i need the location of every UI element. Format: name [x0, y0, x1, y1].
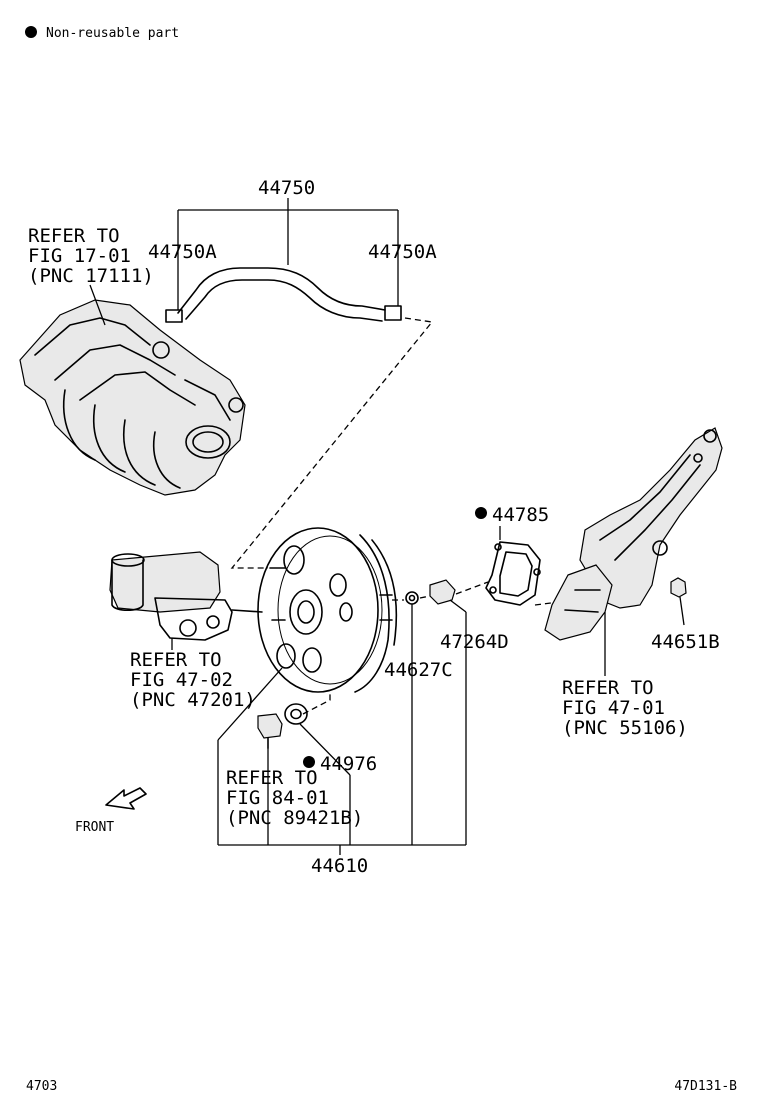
legend: Non-reusable part: [25, 26, 179, 41]
reference-pedal-bracket: REFER TO FIG 47-01 (PNC 55106): [562, 677, 688, 739]
callout-44750a-left: 44750A: [148, 241, 217, 263]
front-arrow-icon: [105, 787, 147, 810]
page-number: 4703: [26, 1079, 57, 1094]
front-label: FRONT: [75, 820, 114, 835]
svg-text:REFER TO: REFER TO: [130, 649, 222, 671]
non-reusable-marker-icon: [303, 756, 315, 768]
reference-intake: REFER TO FIG 17-01 (PNC 17111): [28, 225, 154, 287]
reference-master-cylinder: REFER TO FIG 47-02 (PNC 47201): [130, 649, 256, 711]
callout-leader-lines: [89, 284, 685, 676]
hose-booster-dashed-line: [230, 317, 434, 569]
grommet-illustration: [284, 703, 308, 725]
callout-44785: 44785: [492, 504, 549, 526]
hose-clamp-right-icon: [384, 305, 402, 321]
nut-44651b-illustration: [670, 577, 687, 598]
callout-44651b: 44651B: [651, 631, 720, 653]
non-reusable-marker-icon: [25, 26, 37, 38]
nut-illustration: [405, 591, 419, 605]
svg-text:FIG 17-01: FIG 17-01: [28, 245, 131, 267]
callout-44750: 44750: [258, 177, 315, 199]
booster-nut-dashed-line: [392, 595, 431, 601]
svg-text:FIG 47-02: FIG 47-02: [130, 669, 233, 691]
svg-text:(PNC 47201): (PNC 47201): [130, 689, 256, 711]
intake-manifold-illustration: [19, 299, 246, 496]
svg-text:REFER TO: REFER TO: [226, 767, 318, 789]
master-cylinder-illustration: [109, 551, 263, 641]
hose-leader-lines: [177, 198, 399, 310]
non-reusable-marker-icon: [475, 507, 487, 519]
svg-text:FIG 84-01: FIG 84-01: [226, 787, 329, 809]
pedal-bracket-illustration: [544, 427, 723, 641]
svg-text:REFER TO: REFER TO: [562, 677, 654, 699]
assembly-leader-lines: [217, 599, 467, 855]
figure-code: 47D131-B: [674, 1079, 737, 1094]
grommet-dashed-line: [302, 690, 331, 715]
reference-sensor: REFER TO FIG 84-01 (PNC 89421B): [226, 767, 363, 829]
front-direction-indicator: FRONT: [75, 787, 147, 835]
brake-booster-illustration: [257, 527, 398, 693]
vacuum-hose-illustration: [165, 267, 402, 323]
svg-text:FIG 47-01: FIG 47-01: [562, 697, 665, 719]
callout-44750a-right: 44750A: [368, 241, 437, 263]
callout-44610: 44610: [311, 855, 368, 877]
sensor-illustration: [257, 713, 283, 749]
svg-text:(PNC 55106): (PNC 55106): [562, 717, 688, 739]
svg-text:(PNC 89421B): (PNC 89421B): [226, 807, 363, 829]
gasket-illustration: [485, 541, 541, 606]
footer: 4703 47D131-B: [26, 1079, 737, 1094]
hose-clamp-left-icon: [165, 309, 183, 323]
svg-text:(PNC 17111): (PNC 17111): [28, 265, 154, 287]
callout-44627c: 44627C: [384, 659, 453, 681]
callout-47264d: 47264D: [440, 631, 509, 653]
svg-text:REFER TO: REFER TO: [28, 225, 120, 247]
callout-44976: 44976: [320, 753, 377, 775]
legend-text: Non-reusable part: [46, 26, 179, 41]
callout-labels: 44750 44750A 44750A 44785 47264D 44651B …: [148, 177, 720, 877]
